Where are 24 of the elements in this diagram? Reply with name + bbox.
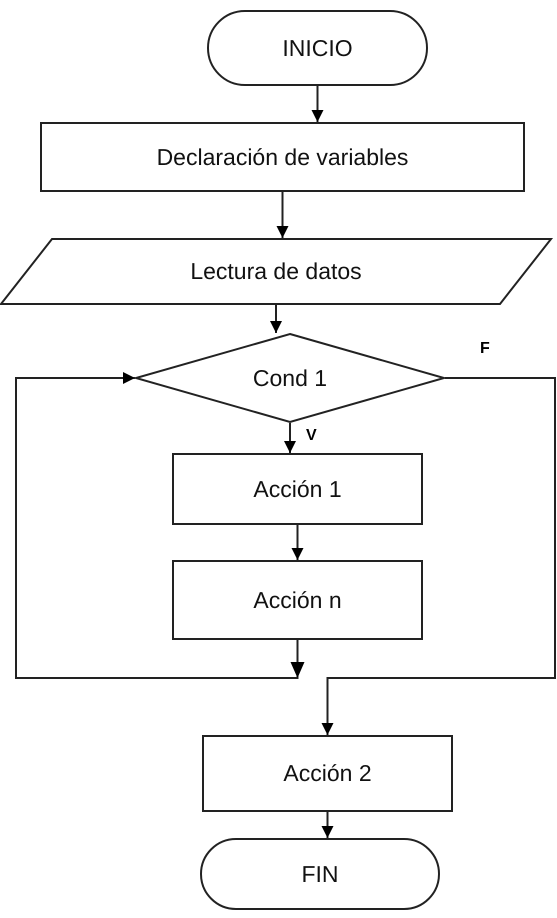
terminal-shape xyxy=(207,10,428,86)
process-box xyxy=(172,560,423,640)
node-label: Acción n xyxy=(253,586,342,614)
arrow xyxy=(284,423,296,453)
node-label: Acción 1 xyxy=(253,476,342,502)
process-box xyxy=(202,735,453,812)
node-label: Acción 2 xyxy=(283,760,372,787)
arrow xyxy=(312,86,324,122)
node-label: Declaración de variables xyxy=(156,144,408,170)
input-parallelogram xyxy=(0,238,552,305)
arrow xyxy=(292,525,304,560)
arrow xyxy=(270,305,282,333)
arrow xyxy=(276,192,288,238)
terminal-shape xyxy=(200,838,440,910)
decision-diamond xyxy=(135,333,445,423)
process-box xyxy=(172,453,423,525)
arrow xyxy=(322,812,334,838)
node-label: Lectura de datos xyxy=(190,258,362,285)
arrow xyxy=(322,377,556,735)
node-label: Cond 1 xyxy=(252,364,328,392)
arrow xyxy=(15,372,304,679)
process-box xyxy=(40,122,525,192)
node-label: FIN xyxy=(301,860,339,888)
node-label: INICIO xyxy=(282,34,353,62)
